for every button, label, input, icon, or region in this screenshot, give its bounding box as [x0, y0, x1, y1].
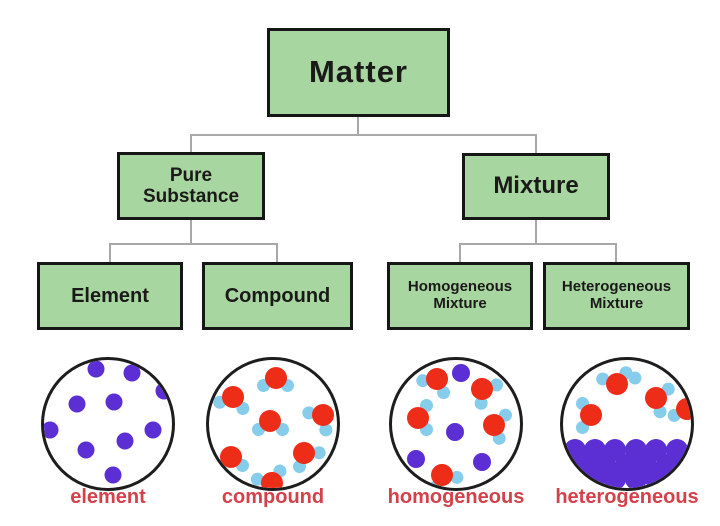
purple-particle	[104, 466, 122, 484]
homogeneous-circle	[389, 357, 523, 491]
connector-pure-substance-up	[190, 134, 192, 152]
connector-mixture-up	[535, 134, 537, 153]
blue-particle	[628, 371, 642, 385]
connector-right-horizontal	[460, 243, 616, 245]
connector-heterogeneous-up	[615, 243, 617, 262]
large-atom	[406, 406, 429, 429]
heterogeneous-mixture-box: Heterogeneous Mixture	[543, 262, 690, 330]
connector-compound-up	[276, 243, 278, 262]
purple-particle	[68, 395, 86, 413]
connector-homogeneous-up	[459, 243, 461, 262]
large-atom	[259, 410, 282, 433]
large-atom	[307, 399, 337, 431]
large-atom	[264, 366, 287, 389]
compound-circle	[206, 357, 340, 491]
connector-mixture-down	[535, 220, 537, 243]
purple-particle	[665, 468, 688, 488]
matter-box: Matter	[267, 28, 450, 117]
purple-particle	[445, 422, 464, 441]
purple-particle	[624, 468, 647, 488]
heterogeneous-circle	[560, 357, 694, 491]
homogeneous-mixture-box: Homogeneous Mixture	[387, 262, 533, 330]
connector-level1-horizontal	[191, 134, 537, 136]
connector-pure-substance-down	[190, 220, 192, 243]
mixture-box: Mixture	[462, 153, 610, 220]
purple-particle	[604, 468, 627, 488]
purple-particle	[123, 364, 141, 382]
pure-substance-box: Pure Substance	[117, 152, 265, 220]
connector-element-up	[109, 243, 111, 262]
purple-particle	[155, 382, 172, 400]
purple-particle	[645, 468, 668, 488]
heterogeneous-label: heterogeneous	[555, 486, 699, 508]
purple-particle	[452, 363, 471, 382]
element-label: element	[70, 486, 146, 508]
purple-particle	[77, 441, 95, 459]
purple-particle	[407, 449, 426, 468]
purple-particle	[87, 360, 105, 378]
connector-left-horizontal	[110, 243, 277, 245]
compound-box: Compound	[202, 262, 353, 330]
homogeneous-label: homogeneous	[387, 486, 525, 508]
purple-particle	[563, 468, 586, 488]
element-box: Element	[37, 262, 183, 330]
purple-particle	[144, 421, 162, 439]
purple-particle	[472, 453, 491, 472]
purple-particle	[105, 393, 123, 411]
large-atom	[580, 404, 603, 427]
compound-label: compound	[221, 486, 325, 508]
purple-particle	[116, 432, 134, 450]
purple-particle	[44, 421, 59, 439]
connector-matter-down	[357, 117, 359, 136]
purple-particle	[584, 468, 606, 488]
large-atom	[219, 446, 242, 469]
element-circle	[41, 357, 175, 491]
